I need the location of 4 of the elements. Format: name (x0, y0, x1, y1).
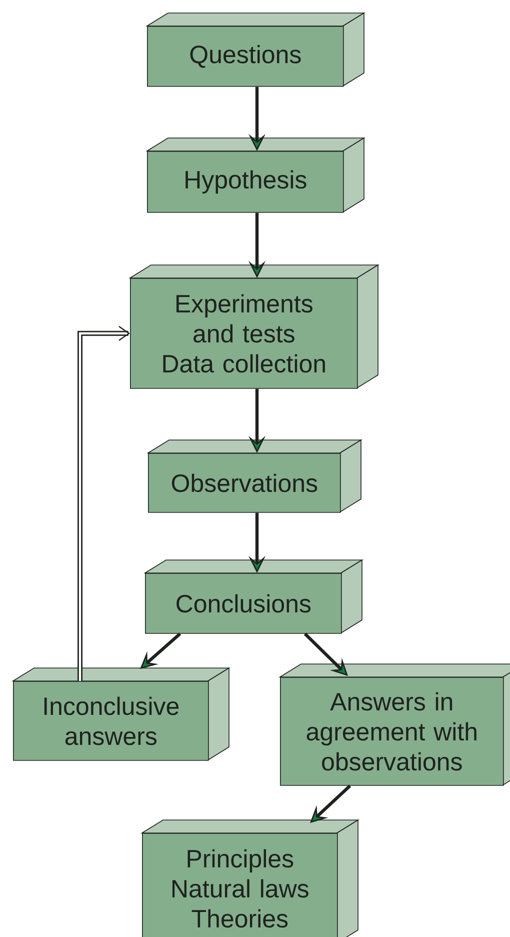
arrow (304, 632, 348, 676)
arrow (310, 784, 352, 823)
arrow (140, 632, 182, 669)
feedback-arrow (78, 326, 130, 681)
